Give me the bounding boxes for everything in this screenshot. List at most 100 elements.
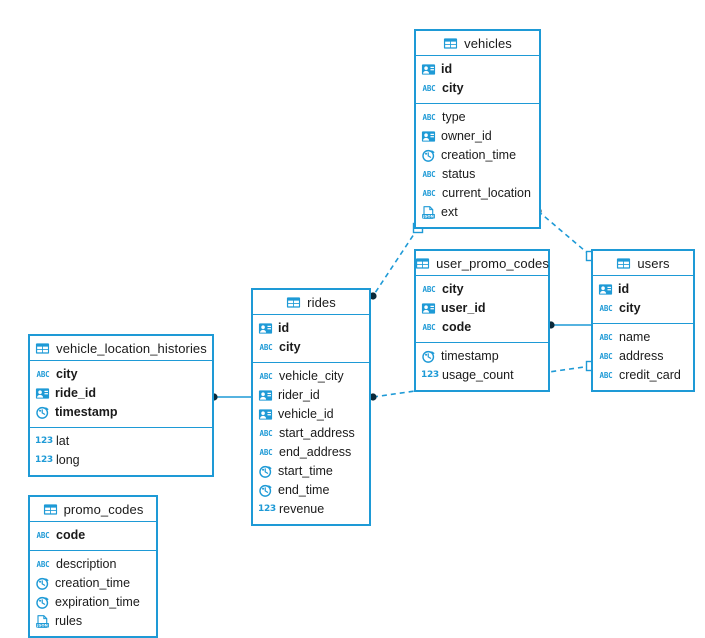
field-label: ext: [441, 205, 458, 219]
entity-header-user_promo_codes[interactable]: user_promo_codes: [416, 251, 549, 276]
field-row[interactable]: ABC description: [35, 555, 151, 574]
table-icon: [616, 256, 631, 271]
field-label: revenue: [279, 502, 325, 516]
number-type-icon: 123: [258, 504, 276, 514]
field-row[interactable]: id: [421, 60, 534, 79]
field-row[interactable]: user_id: [421, 299, 543, 318]
entity-title: vehicles: [464, 35, 512, 51]
contact-card-icon: [258, 321, 273, 336]
field-label: id: [441, 62, 453, 76]
abc-type-icon: ABC: [599, 333, 613, 342]
abc-type-icon: ABC: [599, 371, 613, 380]
entity-title: users: [637, 255, 670, 271]
table-icon: [43, 502, 58, 517]
field-row[interactable]: start_time: [258, 462, 364, 481]
number-type-icon: 123: [35, 455, 53, 465]
field-label: description: [56, 557, 117, 571]
field-label: id: [618, 282, 630, 296]
field-row[interactable]: timestamp: [35, 403, 207, 422]
abc-type-icon: ABC: [422, 113, 436, 122]
abc-type-icon: ABC: [259, 343, 273, 352]
field-row[interactable]: creation_time: [421, 146, 534, 165]
field-label: type: [442, 110, 466, 124]
field-label: long: [56, 453, 80, 467]
clock-icon: [258, 464, 273, 479]
entity-title: promo_codes: [63, 501, 144, 517]
abc-type-icon: ABC: [36, 560, 50, 569]
abc-type-icon: ABC: [259, 372, 273, 381]
field-row[interactable]: owner_id: [421, 127, 534, 146]
entity-title: rides: [307, 294, 336, 310]
clock-icon: [35, 595, 50, 610]
abc-type-icon: ABC: [422, 189, 436, 198]
field-label: start_address: [279, 426, 355, 440]
field-label: status: [442, 167, 476, 181]
field-row[interactable]: ABC code: [35, 526, 151, 545]
field-label: city: [279, 340, 301, 354]
clock-icon: [35, 576, 50, 591]
entity-header-users[interactable]: users: [593, 251, 693, 276]
field-label: code: [56, 528, 86, 542]
contact-card-icon: [421, 301, 436, 316]
field-row[interactable]: ABC city: [258, 338, 364, 357]
contact-card-icon: [35, 386, 50, 401]
field-label: creation_time: [55, 576, 131, 590]
field-row[interactable]: vehicle_id: [258, 405, 364, 424]
entity-title: vehicle_location_histories: [56, 340, 207, 356]
table-icon: [286, 295, 301, 310]
field-row[interactable]: ride_id: [35, 384, 207, 403]
field-row[interactable]: id: [258, 319, 364, 338]
field-row[interactable]: creation_time: [35, 574, 151, 593]
field-label: city: [619, 301, 641, 315]
field-label: rider_id: [278, 388, 320, 402]
field-label: city: [56, 367, 78, 381]
contact-card-icon: [421, 129, 436, 144]
clock-icon: [35, 405, 50, 420]
field-label: user_id: [441, 301, 486, 315]
field-label: rules: [55, 614, 83, 628]
entity-header-vehicles[interactable]: vehicles: [416, 31, 539, 56]
field-label: code: [442, 320, 472, 334]
field-row[interactable]: ABC type: [421, 108, 534, 127]
field-row[interactable]: rider_id: [258, 386, 364, 405]
entity-header-promo_codes[interactable]: promo_codes: [30, 497, 156, 522]
relationship-line-rel-vehicles-rides[interactable]: [372, 227, 419, 297]
entity-header-rides[interactable]: rides: [253, 290, 369, 315]
field-row[interactable]: timestamp: [421, 347, 543, 366]
field-label: city: [442, 81, 464, 95]
field-label: expiration_time: [55, 595, 140, 609]
contact-card-icon: [421, 62, 436, 77]
field-row[interactable]: end_time: [258, 481, 364, 500]
abc-type-icon: ABC: [36, 531, 50, 540]
field-row[interactable]: expiration_time: [35, 593, 151, 612]
table-icon: [35, 341, 50, 356]
field-row[interactable]: id: [598, 280, 688, 299]
entity-header-vehicle_location_histories[interactable]: vehicle_location_histories: [30, 336, 212, 361]
